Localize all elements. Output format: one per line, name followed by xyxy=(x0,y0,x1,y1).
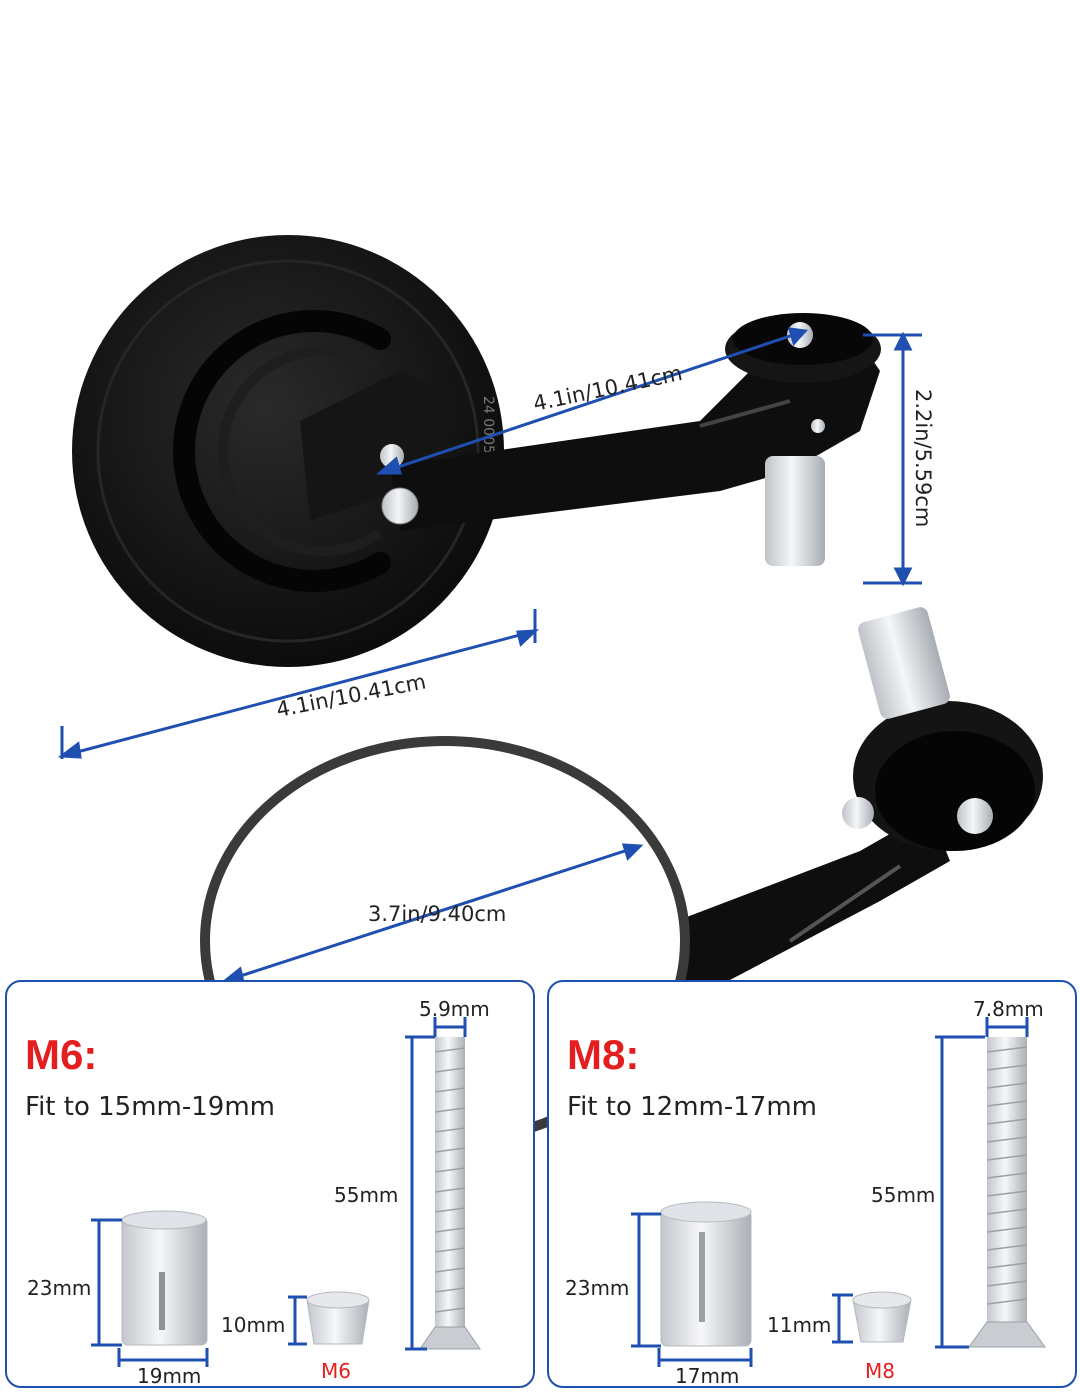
m6-dimension-lines xyxy=(91,1017,467,1367)
panel-subtitle: Fit to 12mm-17mm xyxy=(567,1092,817,1122)
sleeve-height-label: 23mm xyxy=(565,1276,629,1300)
cone-type-label: M8 xyxy=(865,1359,895,1383)
cone-type-label: M6 xyxy=(321,1359,351,1383)
m6-bolt xyxy=(419,1037,481,1350)
bolt-length-label: 55mm xyxy=(334,1183,398,1207)
m6-cone xyxy=(306,1291,370,1345)
sleeve-width-label: 19mm xyxy=(137,1364,201,1388)
sleeve-width-label: 17mm xyxy=(675,1364,739,1388)
mirror-back-code: 24 00059 xyxy=(480,396,496,463)
bolt-width-label: 5.9mm xyxy=(419,997,490,1021)
m8-dimension-lines xyxy=(631,1017,1029,1367)
arm-length-label: 4.1in/10.41cm xyxy=(531,361,684,416)
cone-height-label: 10mm xyxy=(221,1313,285,1337)
cone-height-label: 11mm xyxy=(767,1313,831,1337)
bolt-width-label: 7.8mm xyxy=(973,997,1044,1021)
m6-panel: M6: Fit to 15mm-19mm xyxy=(5,980,535,1388)
m6-sleeve xyxy=(121,1210,208,1346)
panel-subtitle: Fit to 15mm-19mm xyxy=(25,1092,275,1122)
sleeve-height-label: 23mm xyxy=(27,1276,91,1300)
m8-cone xyxy=(852,1291,912,1343)
bolt-length-label: 55mm xyxy=(871,1183,935,1207)
panel-title: M6: xyxy=(25,1031,98,1078)
mirror-arm-upper xyxy=(380,313,881,566)
m8-parts-diagram: 7.8mm 55mm 23mm 17mm 11mm M8 xyxy=(565,997,1046,1388)
height-label: 2.2in/5.59cm xyxy=(911,389,935,527)
mirror-back-view: 24 00059 xyxy=(72,235,504,667)
panel-title: M8: xyxy=(567,1031,640,1078)
m8-panel: M8: Fit to 12mm-17mm xyxy=(547,980,1077,1388)
m8-sleeve xyxy=(660,1201,752,1347)
mirror-width-label: 4.1in/10.41cm xyxy=(274,669,428,722)
m6-parts-diagram: 5.9mm 55mm 23mm 19mm 10mm M6 xyxy=(27,997,490,1388)
m8-bolt xyxy=(968,1037,1046,1348)
glass-diameter-label: 3.7in/9.40cm xyxy=(368,902,506,926)
dimension-lines xyxy=(57,327,922,984)
